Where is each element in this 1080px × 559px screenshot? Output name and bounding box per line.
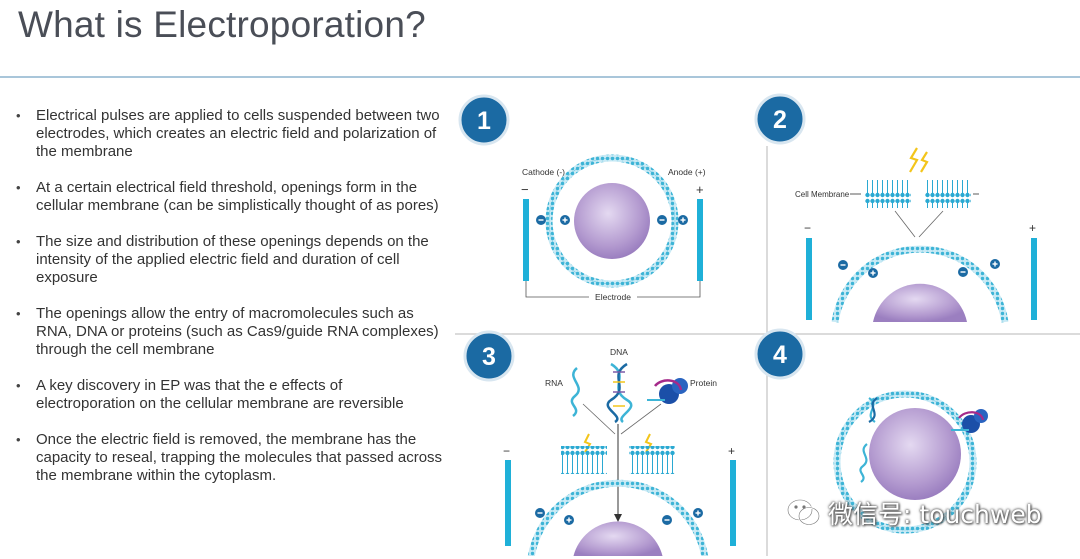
wechat-logo-icon xyxy=(786,498,821,526)
step-number: 3 xyxy=(482,343,496,371)
panel-4-resealed-cell: 4 xyxy=(754,328,988,534)
electroporation-figure: 1 Cathode (-) Anode (+) − + Electrode 2 … xyxy=(455,93,1080,556)
panel-3-macromolecule-entry: 3 DNA RNA Protein − + xyxy=(463,330,736,556)
slide-title: What is Electroporation? xyxy=(18,4,426,45)
circuit-wire xyxy=(637,281,701,298)
cell-membrane-label: Cell Membrane xyxy=(795,190,850,199)
bullet-item: Once the electric field is removed, the … xyxy=(14,431,444,485)
bullet-list: Electrical pulses are applied to cells s… xyxy=(14,107,444,503)
minus-sign: − xyxy=(503,444,510,458)
step-badge xyxy=(463,330,515,382)
cell-membrane-arc xyxy=(527,479,709,556)
plus-sign: + xyxy=(696,182,704,197)
minus-sign: − xyxy=(804,221,811,235)
rna-strand-icon xyxy=(859,443,868,483)
anode-electrode xyxy=(697,199,703,281)
rna-label: RNA xyxy=(545,378,563,388)
lipid-bilayer-right xyxy=(925,180,971,208)
lightning-bolt-icon xyxy=(920,151,929,173)
bullet-item: The openings allow the entry of macromol… xyxy=(14,305,444,359)
plus-sign: + xyxy=(1029,221,1036,235)
protein-label: Protein xyxy=(690,378,717,388)
cathode-label: Cathode (-) xyxy=(522,167,565,177)
bullet-item: At a certain electrical field threshold,… xyxy=(14,179,444,215)
step-badge xyxy=(754,328,806,380)
title-divider xyxy=(0,76,1080,78)
step-number: 2 xyxy=(773,106,787,134)
plus-sign: + xyxy=(728,444,735,458)
bullet-item: Electrical pulses are applied to cells s… xyxy=(14,107,444,161)
dna-helix-icon xyxy=(868,397,878,423)
anode-electrode xyxy=(1031,238,1037,320)
bullet-item: The size and distribution of these openi… xyxy=(14,233,444,287)
step-number: 1 xyxy=(477,107,491,135)
lipid-bilayer-left xyxy=(561,446,607,474)
cathode-electrode xyxy=(505,460,511,546)
cell-nucleus xyxy=(873,283,967,322)
panel-2-pore-formation: 2 Cell Membrane − + xyxy=(754,93,1037,323)
circuit-wire xyxy=(525,281,589,298)
lipid-bilayer-left xyxy=(865,180,911,208)
wechat-watermark: 微信号: touchweb xyxy=(786,493,1042,533)
protein-icon xyxy=(647,378,688,404)
dna-label: DNA xyxy=(610,347,628,357)
step-number: 4 xyxy=(773,341,787,369)
bullet-item: A key discovery in EP was that the e eff… xyxy=(14,377,444,413)
step-badge xyxy=(458,94,510,146)
protein-icon xyxy=(951,409,988,433)
anode-electrode xyxy=(730,460,736,546)
step-badge xyxy=(754,93,806,145)
cell-nucleus xyxy=(574,183,650,259)
panel-1-cell-between-electrodes: 1 Cathode (-) Anode (+) − + Electrode xyxy=(458,94,706,302)
anode-label: Anode (+) xyxy=(668,167,706,177)
cell-nucleus xyxy=(869,408,961,500)
cell-membrane-arc xyxy=(831,245,1009,323)
lightning-bolt-icon xyxy=(909,147,919,173)
lipid-bilayer-right xyxy=(629,446,675,474)
electrode-label: Electrode xyxy=(595,292,631,302)
dna-helix-icon xyxy=(606,362,633,424)
watermark-text: 微信号: touchweb xyxy=(828,500,1042,529)
cell-nucleus xyxy=(573,521,663,556)
rna-strand-icon xyxy=(570,367,580,417)
cathode-electrode xyxy=(523,199,529,281)
minus-sign: − xyxy=(521,182,529,197)
cathode-electrode xyxy=(806,238,812,320)
